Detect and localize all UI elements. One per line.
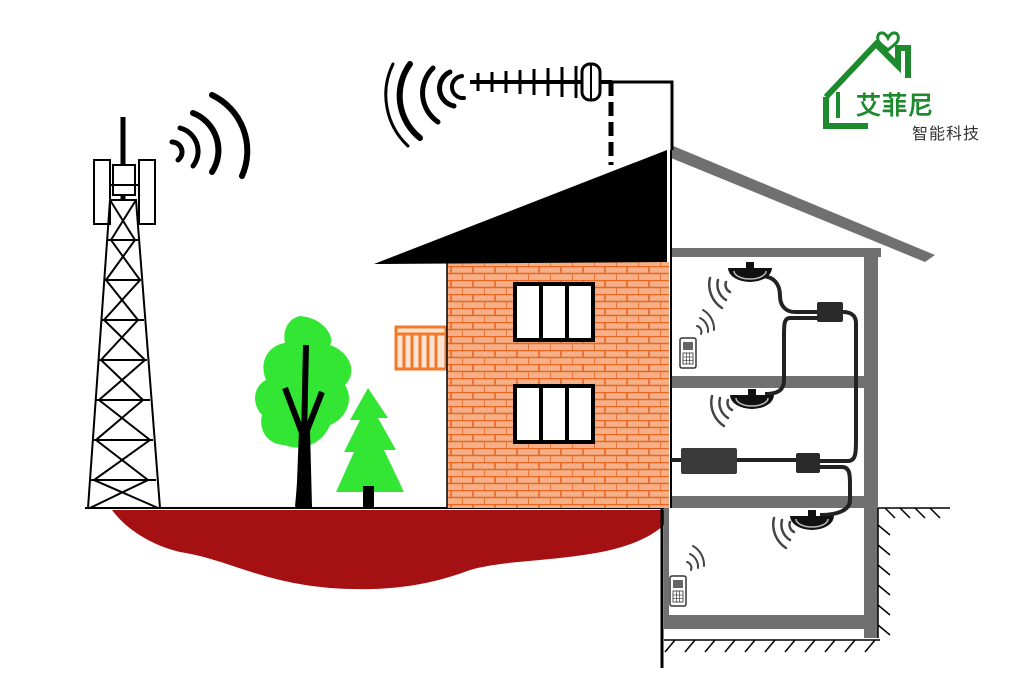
indoor-signal-waves-icon: [708, 276, 796, 550]
balcony: [394, 325, 448, 371]
tree-icon: [255, 316, 352, 508]
ground-hatching: [664, 507, 950, 653]
logo-subtitle: 智能科技: [912, 124, 981, 143]
cell-tower-icon: [86, 117, 162, 509]
mobile-phone-icon: [669, 575, 687, 607]
signal-amplifier-icon: [681, 448, 737, 474]
splitter-icon: [796, 453, 820, 473]
coax-cabling: [671, 274, 858, 517]
window-lower: [513, 384, 595, 444]
mobile-phone-icon: [679, 337, 697, 369]
ceiling-antenna-icon: [727, 261, 773, 283]
logo-name: 艾菲尼: [856, 91, 935, 120]
tower-signal-waves-icon: [169, 92, 251, 179]
ground: [112, 510, 664, 590]
yagi-antenna-icon: [470, 62, 674, 165]
building-cutaway: [664, 145, 935, 638]
phone-signal-waves-icon: [686, 545, 706, 571]
phone-signal-waves-icon: [696, 309, 716, 335]
antenna-signal-waves-icon: [384, 61, 466, 148]
window-upper: [513, 282, 595, 342]
splitter-icon: [817, 302, 843, 322]
pine-tree-icon: [336, 388, 404, 508]
house-logo-icon: [823, 31, 911, 129]
roof: [374, 150, 667, 264]
